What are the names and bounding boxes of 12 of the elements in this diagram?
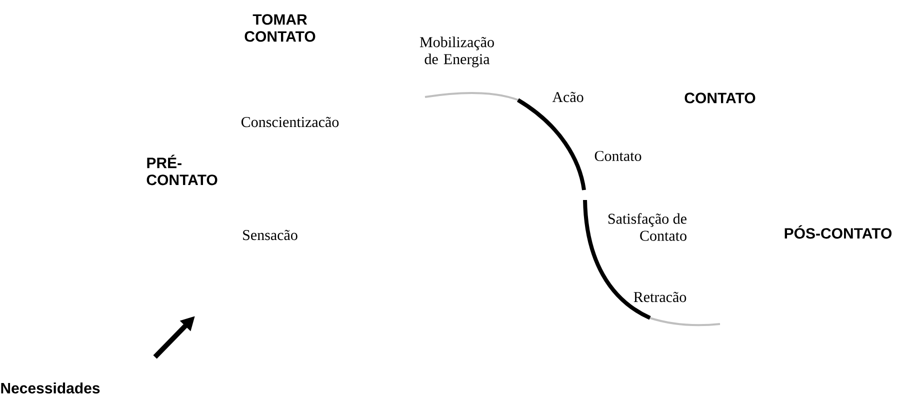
step-label: Acão (552, 92, 584, 102)
step-label: Satisfação de Contato (608, 213, 686, 241)
stage-label: TOMAR CONTATO (244, 14, 316, 42)
stage-label: PRÉ-CONTATO (146, 154, 218, 186)
step-label: Mobilização de Energia (420, 36, 494, 68)
step-label: Retracão (634, 292, 686, 302)
stage-label: PÓS-CONTATO (784, 225, 892, 239)
stage-label: CONTATO (684, 92, 756, 104)
step-label: Sensacão (243, 230, 298, 240)
step-label: Conscientizacão (241, 116, 339, 128)
step-label: Contato (594, 150, 642, 162)
label-text: Necessidades (1, 382, 100, 394)
